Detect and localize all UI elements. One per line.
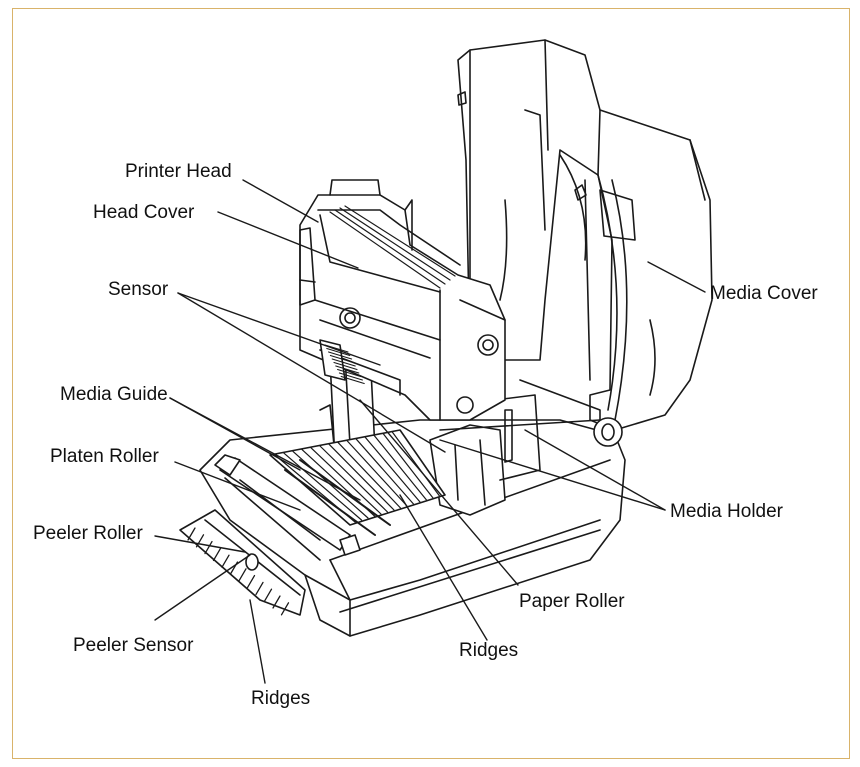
drawing-stroke <box>204 540 213 555</box>
drawing-stroke <box>331 358 356 367</box>
drawing-stroke <box>355 438 415 505</box>
label-sensor: Sensor <box>108 279 169 300</box>
drawing-stroke <box>382 432 434 499</box>
drawing-stroke <box>328 443 395 511</box>
drawing-stroke <box>246 574 256 589</box>
label-media-holder: Media Holder <box>670 501 783 522</box>
drawing-stroke <box>310 447 382 515</box>
drawing-stroke <box>255 581 264 596</box>
label-ridges-center: Ridges <box>459 640 519 661</box>
drawing-stroke <box>346 440 408 507</box>
drawing-stroke <box>340 375 365 385</box>
drawing-stroke <box>187 527 196 541</box>
drawing-stroke <box>391 431 441 497</box>
drawing-stroke <box>212 547 222 562</box>
label-media-guide: Media Guide <box>60 384 168 405</box>
drawing-stroke <box>364 436 421 503</box>
drawing-stroke <box>337 441 402 509</box>
drawing-stroke <box>373 434 428 501</box>
media-cover-drawing <box>457 39 713 431</box>
label-head-cover: Head Cover <box>93 202 195 223</box>
drawing-stroke <box>221 554 230 568</box>
label-ridges-left: Ridges <box>251 688 311 709</box>
drawing-stroke <box>338 372 363 381</box>
printer-head-drawing <box>299 179 506 421</box>
peeler-drawing <box>179 509 306 616</box>
drawing-stroke <box>326 347 351 357</box>
drawing-stroke <box>329 354 354 364</box>
diagram-frame <box>12 8 850 759</box>
label-printer-head: Printer Head <box>125 161 232 182</box>
drawing-stroke <box>280 602 290 616</box>
label-paper-roller: Paper Roller <box>519 591 625 612</box>
paper-path-drawing <box>269 429 446 536</box>
leader-lines <box>154 179 706 684</box>
drawing-stroke <box>319 445 389 513</box>
drawing-stroke <box>335 365 360 374</box>
drawing-stroke <box>328 351 353 360</box>
drawing-stroke <box>195 534 205 548</box>
drawing-stroke <box>238 568 247 582</box>
label-peeler-roller: Peeler Roller <box>33 523 143 544</box>
label-peeler-sensor: Peeler Sensor <box>73 635 194 656</box>
drawing-stroke <box>263 588 273 602</box>
label-media-cover: Media Cover <box>710 283 818 304</box>
drawing-stroke <box>283 452 363 521</box>
drawing-stroke <box>272 595 281 609</box>
drawing-stroke <box>337 368 362 378</box>
drawing-stroke <box>333 361 358 371</box>
label-platen-roller: Platen Roller <box>50 446 159 467</box>
